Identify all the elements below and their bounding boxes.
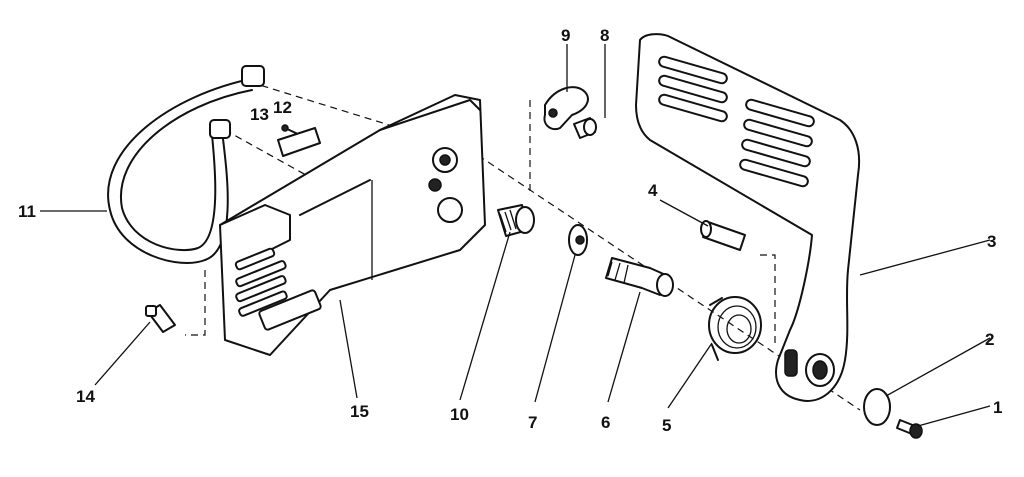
- callout-3: 3: [987, 232, 996, 251]
- callout-9: 9: [561, 26, 570, 45]
- callout-15: 15: [350, 402, 369, 421]
- part-9-lever: [543, 86, 589, 131]
- part-8-pin: [573, 117, 597, 139]
- callout-labels: 1 2 3 4 5 6 7 8 9 10 11 12 13 14 15: [18, 26, 1002, 435]
- callout-11: 11: [18, 202, 36, 221]
- part-1-screw: [896, 419, 923, 439]
- part-13-bracket: [277, 127, 321, 157]
- part-4-pin: [700, 220, 746, 251]
- callout-14: 14: [76, 387, 95, 406]
- callout-12: 12: [273, 98, 292, 117]
- part-14-stud: [145, 304, 176, 333]
- callout-2: 2: [985, 330, 994, 349]
- part-15-housing: [219, 94, 486, 356]
- callout-13: 13: [250, 105, 269, 124]
- part-5-spring: [708, 296, 762, 361]
- callout-5: 5: [662, 416, 671, 435]
- callout-6: 6: [601, 413, 610, 432]
- part-10-bolt: [497, 204, 535, 237]
- part-11-brake-band: [107, 65, 265, 264]
- callout-10: 10: [450, 405, 469, 424]
- part-2-washer: [863, 388, 891, 426]
- housing-vent-slots: [234, 247, 322, 331]
- callout-8: 8: [600, 26, 609, 45]
- callout-1: 1: [993, 398, 1002, 417]
- part-6-pivot-pin: [605, 257, 674, 297]
- callout-7: 7: [528, 413, 537, 432]
- callout-4: 4: [648, 181, 658, 200]
- part-3-hand-guard: [635, 33, 861, 402]
- leader-lines: [40, 44, 991, 427]
- guard-slots: [658, 55, 815, 188]
- part-7-washer: [568, 224, 588, 256]
